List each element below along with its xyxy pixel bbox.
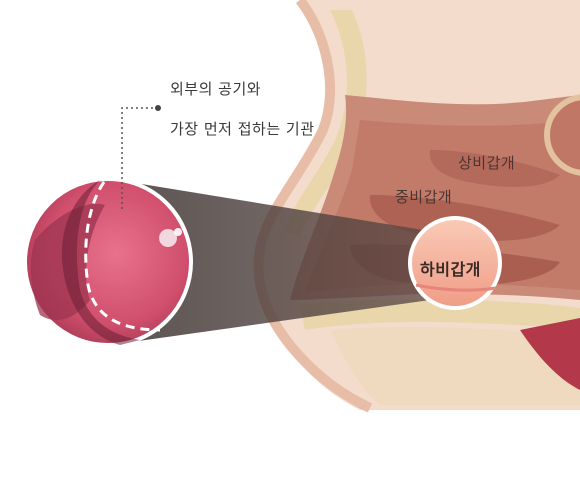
callout-dot xyxy=(155,105,161,111)
mucosa-reflection xyxy=(159,229,177,247)
palate xyxy=(330,327,580,405)
mucosa-dark-edge xyxy=(61,180,140,345)
callout-text-line2: 가장 먼저 접하는 기관 xyxy=(170,120,315,138)
label-superior-concha: 상비갑개 xyxy=(458,154,516,172)
inferior-concha-highlight xyxy=(408,216,502,310)
superior-concha xyxy=(429,150,560,187)
inferior-concha-highlight-line xyxy=(415,283,497,292)
label-inferior-concha: 하비갑개 xyxy=(420,260,481,279)
palate-red-strip xyxy=(520,318,580,390)
callout-text-line1: 외부의 공기와 xyxy=(170,80,262,98)
concha-dashed-outline xyxy=(84,181,161,332)
callout-dotted-line xyxy=(121,107,158,212)
sinus-circle xyxy=(544,94,580,176)
magnifier-beam xyxy=(105,178,435,345)
mucosa-reflection-small xyxy=(174,228,182,236)
label-middle-concha: 중비갑개 xyxy=(395,188,453,206)
